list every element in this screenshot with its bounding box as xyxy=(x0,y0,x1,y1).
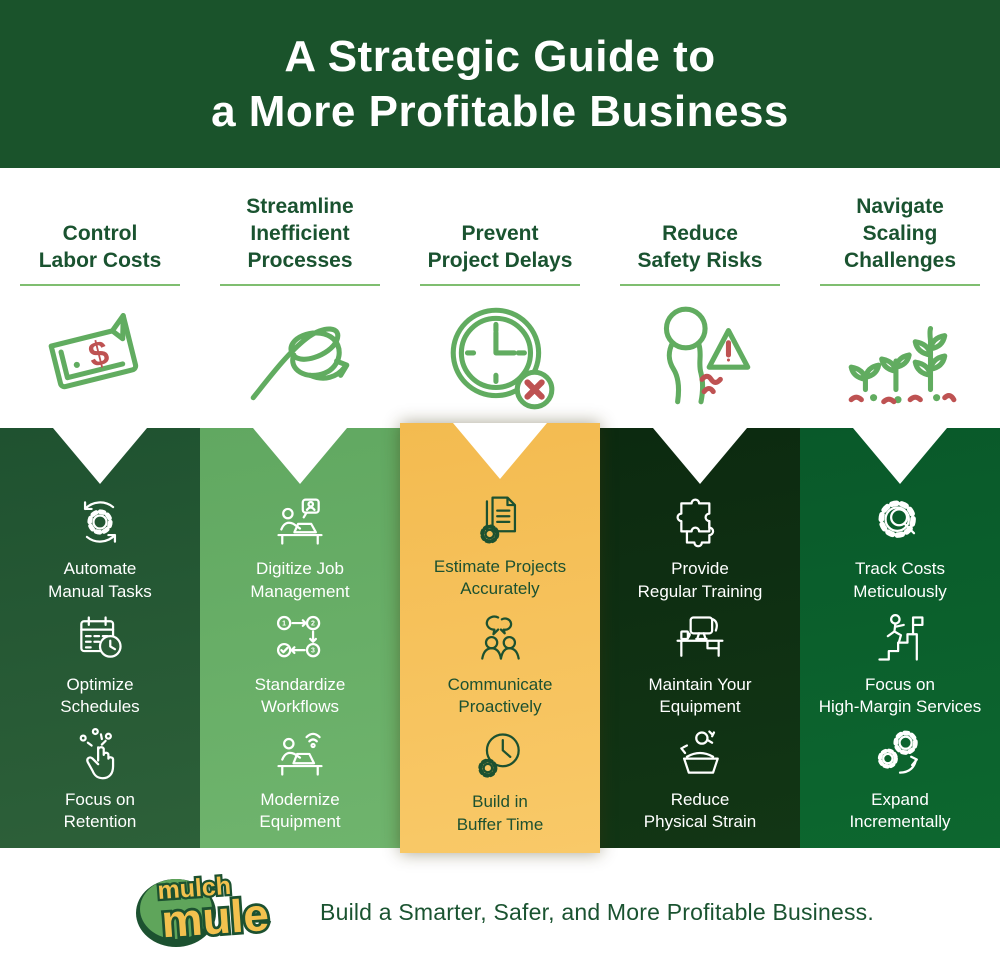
category-header-row: Control Labor Costs $ Streamline Ineffic… xyxy=(0,168,1000,428)
person-laptop-wifi-icon xyxy=(277,732,323,776)
category-safety-risks: Reduce Safety Risks xyxy=(600,168,800,428)
document-gear-icon xyxy=(480,496,517,544)
item-label: Focus on Retention xyxy=(63,789,137,832)
header-banner: A Strategic Guide to a More Profitable B… xyxy=(0,0,1000,168)
arrow-down-notch xyxy=(453,423,547,479)
person-laptop-chat-icon xyxy=(277,498,323,545)
mulch-mule-logo: mulch mule xyxy=(126,867,286,958)
item-label: Optimize Schedules xyxy=(60,674,140,716)
list-item: Build in Buffer Time xyxy=(456,727,544,836)
category-title: Prevent Project Delays xyxy=(427,222,573,273)
item-label: Automate Manual Tasks xyxy=(48,559,152,601)
item-label: Digitize Job Management xyxy=(250,559,350,601)
list-item: 1 2 3 Standardize Workflows xyxy=(254,610,346,719)
pillars-row: Automate Manual Tasks Optimize Schedules xyxy=(0,423,1000,853)
list-item: Optimize Schedules xyxy=(60,610,140,719)
page-title: A Strategic Guide to a More Profitable B… xyxy=(211,29,789,140)
gear-magnifier-icon xyxy=(878,500,916,539)
item-label: Build in Buffer Time xyxy=(456,792,544,834)
pillar-inefficient-processes: Digitize Job Management 1 2 3 Standardiz… xyxy=(200,428,400,848)
pillar-scaling-challenges: Track Costs Meticulously Focus on High-M… xyxy=(800,428,1000,848)
list-item: Estimate Projects Accurately xyxy=(434,492,566,601)
category-scaling-challenges: Navigate Scaling Challenges xyxy=(800,168,1000,428)
tap-hand-icon xyxy=(79,727,115,780)
people-chat-icon xyxy=(481,614,520,660)
arrow-down-notch xyxy=(653,428,747,484)
item-label: Focus on High-Margin Services xyxy=(818,674,982,716)
list-item: Focus on High-Margin Services xyxy=(818,610,982,719)
page-title-line1: A Strategic Guide to xyxy=(284,31,716,81)
list-item: Communicate Proactively xyxy=(447,610,553,719)
category-title: Reduce Safety Risks xyxy=(637,222,763,273)
category-labor-costs: Control Labor Costs $ xyxy=(0,168,200,428)
stairs-flag-icon xyxy=(878,613,924,661)
item-label: Estimate Projects Accurately xyxy=(433,556,567,599)
item-label: Maintain Your Equipment xyxy=(648,674,752,716)
title-underline xyxy=(420,284,580,286)
title-underline xyxy=(20,284,180,286)
list-item: Expand Incrementally xyxy=(849,725,951,834)
growing-plants-icon xyxy=(839,286,961,428)
list-item: Focus on Retention xyxy=(63,725,137,834)
category-project-delays: Prevent Project Delays xyxy=(400,168,600,428)
svg-text:2: 2 xyxy=(311,620,315,627)
title-underline xyxy=(220,284,380,286)
category-title: Control Labor Costs xyxy=(38,222,162,273)
item-label: Modernize Equipment xyxy=(259,789,341,832)
pillar-labor-costs: Automate Manual Tasks Optimize Schedules xyxy=(0,428,200,848)
page-title-line2: a More Profitable Business xyxy=(211,87,789,136)
arrow-down-notch xyxy=(853,428,947,484)
svg-text:3: 3 xyxy=(311,647,315,654)
gears-growth-arrow-icon xyxy=(877,730,918,774)
clock-gear-icon xyxy=(478,733,520,778)
pillar-project-delays: Estimate Projects Accurately Communicate… xyxy=(400,423,600,853)
item-label: Communicate Proactively xyxy=(447,674,553,716)
list-item: Reduce Physical Strain xyxy=(644,725,756,834)
calendar-clock-icon xyxy=(80,615,122,658)
arrow-down-notch xyxy=(253,428,347,484)
logo-word-mulch: mulch xyxy=(157,871,232,904)
automation-sync-gear-icon xyxy=(83,501,117,544)
tangled-arrow-icon xyxy=(239,286,361,428)
footer-tagline: Build a Smarter, Safer, and More Profita… xyxy=(320,898,874,925)
logo-word-mule: mule xyxy=(160,887,271,946)
category-title: Navigate Scaling Challenges xyxy=(843,195,957,273)
item-label: Track Costs Meticulously xyxy=(853,559,947,601)
list-item: Track Costs Meticulously xyxy=(853,494,947,603)
category-title: Streamline Inefficient Processes xyxy=(246,195,354,273)
footer: mulch mule Build a Smarter, Safer, and M… xyxy=(0,848,1000,976)
list-item: Maintain Your Equipment xyxy=(648,610,752,719)
svg-text:1: 1 xyxy=(282,620,286,627)
category-inefficient-processes: Streamline Inefficient Processes xyxy=(200,168,400,428)
item-label: Reduce Physical Strain xyxy=(643,789,757,832)
workflow-steps-icon: 1 2 3 xyxy=(276,615,321,657)
clock-cancel-icon xyxy=(439,286,561,428)
list-item: Modernize Equipment xyxy=(259,725,341,834)
title-underline xyxy=(820,284,980,286)
list-item: Automate Manual Tasks xyxy=(48,494,152,603)
pillar-safety-risks: Provide Regular Training Maintain Your E… xyxy=(600,428,800,848)
posture-warning-icon xyxy=(639,286,761,428)
title-underline xyxy=(620,284,780,286)
list-item: Provide Regular Training xyxy=(637,494,763,603)
puzzle-pieces-icon xyxy=(676,498,715,548)
item-label: Standardize Workflows xyxy=(254,674,346,716)
lifting-strain-icon xyxy=(680,730,719,774)
equipment-desk-icon xyxy=(676,615,724,657)
money-bill-icon: $ xyxy=(39,286,161,428)
item-label: Expand Incrementally xyxy=(849,789,951,832)
svg-text:$: $ xyxy=(85,334,113,376)
list-item: Digitize Job Management xyxy=(250,494,350,603)
arrow-down-notch xyxy=(53,428,147,484)
item-label: Provide Regular Training xyxy=(637,559,763,601)
